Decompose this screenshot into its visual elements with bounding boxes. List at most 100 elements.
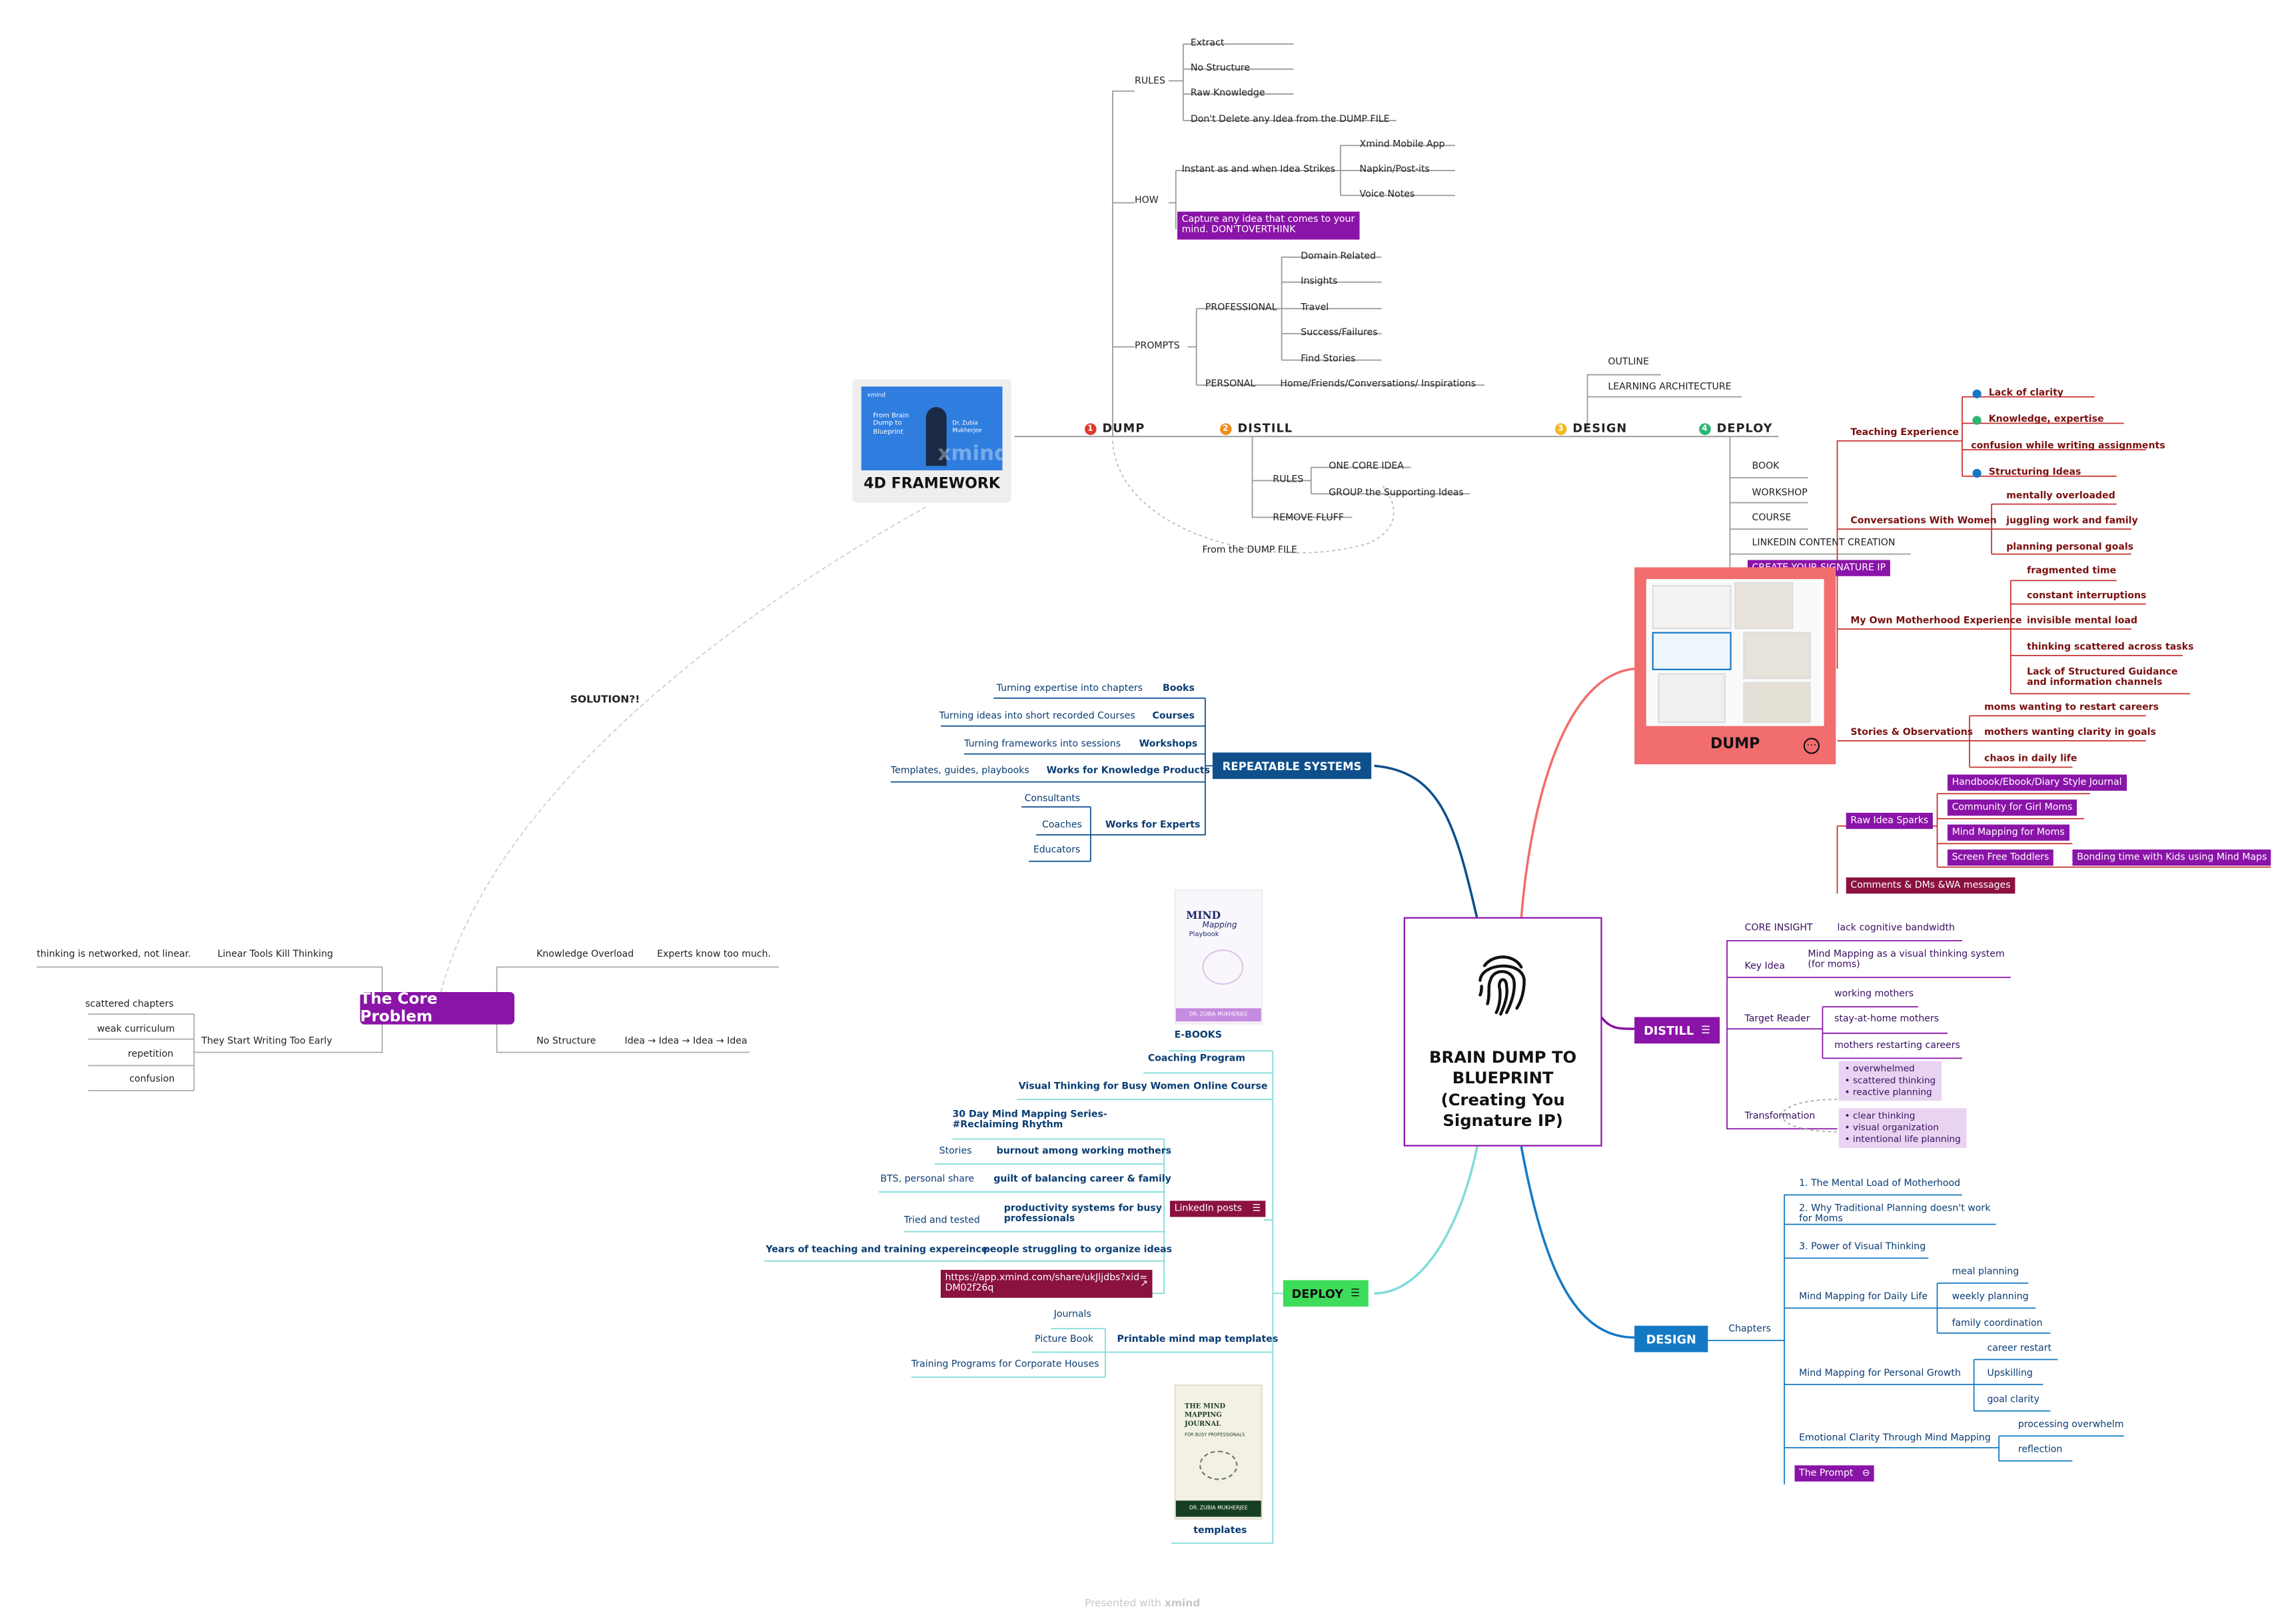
deploy-item[interactable]: WORKSHOP bbox=[1752, 486, 1808, 498]
deploy-item[interactable]: templates bbox=[1193, 1524, 1247, 1536]
reader-item[interactable]: mothers restarting careers bbox=[1834, 1039, 1960, 1051]
chapter-sub[interactable]: career restart bbox=[1987, 1342, 2052, 1354]
design-item[interactable]: OUTLINE bbox=[1608, 355, 1649, 368]
dump-item[interactable]: constant interruptions bbox=[2027, 589, 2147, 602]
deploy-item[interactable]: LINKEDIN CONTENT CREATION bbox=[1752, 536, 1896, 548]
professional-label[interactable]: PROFESSIONAL bbox=[1205, 301, 1277, 313]
linkedin-note[interactable]: Years of teaching and training expereinc… bbox=[766, 1243, 988, 1255]
remove-fluff[interactable]: REMOVE FLUFF bbox=[1273, 511, 1344, 524]
personal-item[interactable]: Home/Friends/Conversations/ Inspirations bbox=[1280, 377, 1476, 390]
linkedin-item[interactable]: burnout among working mothers bbox=[996, 1145, 1172, 1157]
distill-item[interactable]: lack cognitive bandwidth bbox=[1837, 921, 1955, 933]
chapter-sub[interactable]: weekly planning bbox=[1952, 1290, 2029, 1303]
dump-branch[interactable]: Conversations With Women bbox=[1850, 514, 1997, 526]
to-states[interactable]: • clear thinking • visual organization •… bbox=[1838, 1108, 1967, 1149]
template-item[interactable]: Journals bbox=[1053, 1308, 1091, 1320]
design-item[interactable]: LEARNING ARCHITECTURE bbox=[1608, 380, 1732, 393]
professional-item[interactable]: Travel bbox=[1301, 301, 1329, 313]
instant-label[interactable]: Instant as and when Idea Strikes bbox=[1181, 163, 1335, 175]
chapter-sub[interactable]: reflection bbox=[2017, 1443, 2063, 1455]
dump-item[interactable]: planning personal goals bbox=[2006, 540, 2134, 553]
chapter-sub[interactable]: family coordination bbox=[1952, 1317, 2043, 1329]
dump-prompts[interactable]: PROMPTS bbox=[1135, 339, 1180, 352]
dump-item[interactable]: mothers wanting clarity in goals bbox=[1984, 726, 2156, 738]
central-topic[interactable]: BRAIN DUMP TO BLUEPRINT (Creating You Si… bbox=[1403, 917, 1602, 1147]
repeatable-item[interactable]: Courses bbox=[1152, 710, 1195, 722]
problem-item[interactable]: repetition bbox=[127, 1047, 174, 1060]
core-problem-node[interactable]: The Core Problem bbox=[360, 991, 515, 1026]
problem-item[interactable]: Idea → Idea → Idea → Idea bbox=[624, 1035, 748, 1047]
chapter-item[interactable]: Emotional Clarity Through Mind Mapping bbox=[1799, 1431, 1991, 1444]
collapse-icon[interactable]: ⊖ bbox=[1862, 1466, 1870, 1479]
chapter-sub[interactable]: processing overwhelm bbox=[2017, 1418, 2124, 1430]
framework-node[interactable]: xmind From Brain Dump to Blueprint Dr. Z… bbox=[852, 379, 1011, 503]
dump-item[interactable]: fragmented time bbox=[2027, 564, 2117, 576]
instant-item[interactable]: Voice Notes bbox=[1359, 188, 1415, 201]
problem-item[interactable]: weak curriculum bbox=[97, 1023, 175, 1035]
distill-branch[interactable]: Transformation bbox=[1744, 1109, 1816, 1122]
chapters-label[interactable]: Chapters bbox=[1728, 1323, 1771, 1335]
template-item[interactable]: Training Programs for Corporate Houses bbox=[911, 1358, 1099, 1370]
dump-how[interactable]: HOW bbox=[1135, 194, 1159, 206]
dump-node[interactable]: DUMP ⋯ bbox=[1634, 567, 1836, 765]
deploy-item[interactable]: E-BOOKS bbox=[1174, 1029, 1222, 1041]
problem-branch[interactable]: No Structure bbox=[536, 1035, 596, 1047]
design-node[interactable]: DESIGN bbox=[1634, 1325, 1708, 1352]
professional-item[interactable]: Domain Related bbox=[1301, 250, 1377, 262]
distill-rules[interactable]: RULES bbox=[1273, 473, 1304, 485]
chapter-sub[interactable]: goal clarity bbox=[1987, 1393, 2040, 1405]
spark-item[interactable]: Community for Girl Moms bbox=[1947, 800, 2077, 817]
chapter-item[interactable]: 1. The Mental Load of Motherhood bbox=[1799, 1177, 1961, 1189]
instant-item[interactable]: Xmind Mobile App bbox=[1359, 138, 1445, 151]
deploy-item[interactable]: Online Course bbox=[1193, 1080, 1268, 1093]
professional-item[interactable]: Success/Failures bbox=[1301, 326, 1378, 338]
comments-tag[interactable]: Comments & DMs &WA messages bbox=[1846, 877, 2015, 895]
dump-item[interactable]: Lack of clarity bbox=[1988, 386, 2064, 398]
deploy-item[interactable]: BOOK bbox=[1752, 460, 1780, 472]
spark-item[interactable]: Bonding time with Kids using Mind Maps bbox=[2072, 849, 2271, 867]
repeatable-desc[interactable]: Turning ideas into short recorded Course… bbox=[939, 710, 1135, 722]
problem-item[interactable]: Experts know too much. bbox=[657, 947, 771, 960]
spark-item[interactable]: Mind Mapping for Moms bbox=[1947, 824, 2069, 841]
professional-item[interactable]: Insights bbox=[1301, 274, 1338, 287]
chapter-item[interactable]: 2. Why Traditional Planning doesn't work… bbox=[1799, 1202, 1991, 1225]
collapse-icon[interactable]: ⋯ bbox=[1803, 738, 1820, 754]
chapter-sub[interactable]: Upskilling bbox=[1987, 1366, 2033, 1379]
repeatable-desc[interactable]: Turning frameworks into sessions bbox=[964, 738, 1121, 750]
from-states[interactable]: • overwhelmed • scattered thinking • rea… bbox=[1838, 1061, 1942, 1101]
expert-item[interactable]: Consultants bbox=[1024, 792, 1081, 804]
chapter-item[interactable]: 3. Power of Visual Thinking bbox=[1799, 1240, 1926, 1253]
linkedin-series[interactable]: 30 Day Mind Mapping Series- #Reclaiming … bbox=[952, 1108, 1107, 1131]
chapter-sub[interactable]: meal planning bbox=[1952, 1265, 2019, 1278]
distill-item[interactable]: Mind Mapping as a visual thinking system… bbox=[1808, 947, 2005, 971]
repeatable-desc[interactable]: Turning expertise into chapters bbox=[996, 682, 1143, 694]
linkedin-note[interactable]: BTS, personal share bbox=[880, 1173, 975, 1185]
template-item[interactable]: Picture Book bbox=[1035, 1333, 1094, 1345]
linkedin-item[interactable]: people struggling to organize ideas bbox=[983, 1243, 1173, 1255]
course-item[interactable]: Visual Thinking for Busy Women bbox=[1018, 1080, 1190, 1093]
instant-item[interactable]: Napkin/Post-its bbox=[1359, 163, 1430, 175]
capture-note[interactable]: Capture any idea that comes to your mind… bbox=[1177, 211, 1360, 239]
repeatable-item[interactable]: Workshops bbox=[1139, 738, 1198, 750]
raw-sparks-label[interactable]: Raw Idea Sparks bbox=[1846, 812, 1933, 829]
dump-item[interactable]: juggling work and family bbox=[2006, 514, 2138, 526]
dump-rules[interactable]: RULES bbox=[1135, 75, 1165, 87]
dump-item[interactable]: thinking scattered across tasks bbox=[2027, 640, 2194, 653]
spark-item[interactable]: Screen Free Toddlers bbox=[1947, 849, 2054, 867]
dump-item[interactable]: Structuring Ideas bbox=[1988, 466, 2081, 478]
dump-item[interactable]: Knowledge, expertise bbox=[1988, 412, 2104, 425]
expert-item[interactable]: Educators bbox=[1033, 843, 1081, 855]
personal-label[interactable]: PERSONAL bbox=[1205, 377, 1256, 390]
distill-node[interactable]: DISTILL ☰ bbox=[1634, 1017, 1720, 1044]
chapter-item[interactable]: Mind Mapping for Personal Growth bbox=[1799, 1366, 1961, 1379]
professional-item[interactable]: Find Stories bbox=[1301, 352, 1356, 365]
dump-rule[interactable]: Raw Knowledge bbox=[1190, 87, 1265, 99]
problem-branch[interactable]: Linear Tools Kill Thinking bbox=[217, 947, 333, 960]
reader-item[interactable]: working mothers bbox=[1834, 987, 1914, 1000]
repeatable-systems-node[interactable]: REPEATABLE SYSTEMS bbox=[1212, 752, 1372, 780]
deploy-node[interactable]: DEPLOY ☰ bbox=[1283, 1280, 1369, 1307]
dump-item[interactable]: Lack of Structured Guidance and informat… bbox=[2027, 666, 2178, 688]
problem-branch[interactable]: They Start Writing Too Early bbox=[201, 1035, 332, 1047]
